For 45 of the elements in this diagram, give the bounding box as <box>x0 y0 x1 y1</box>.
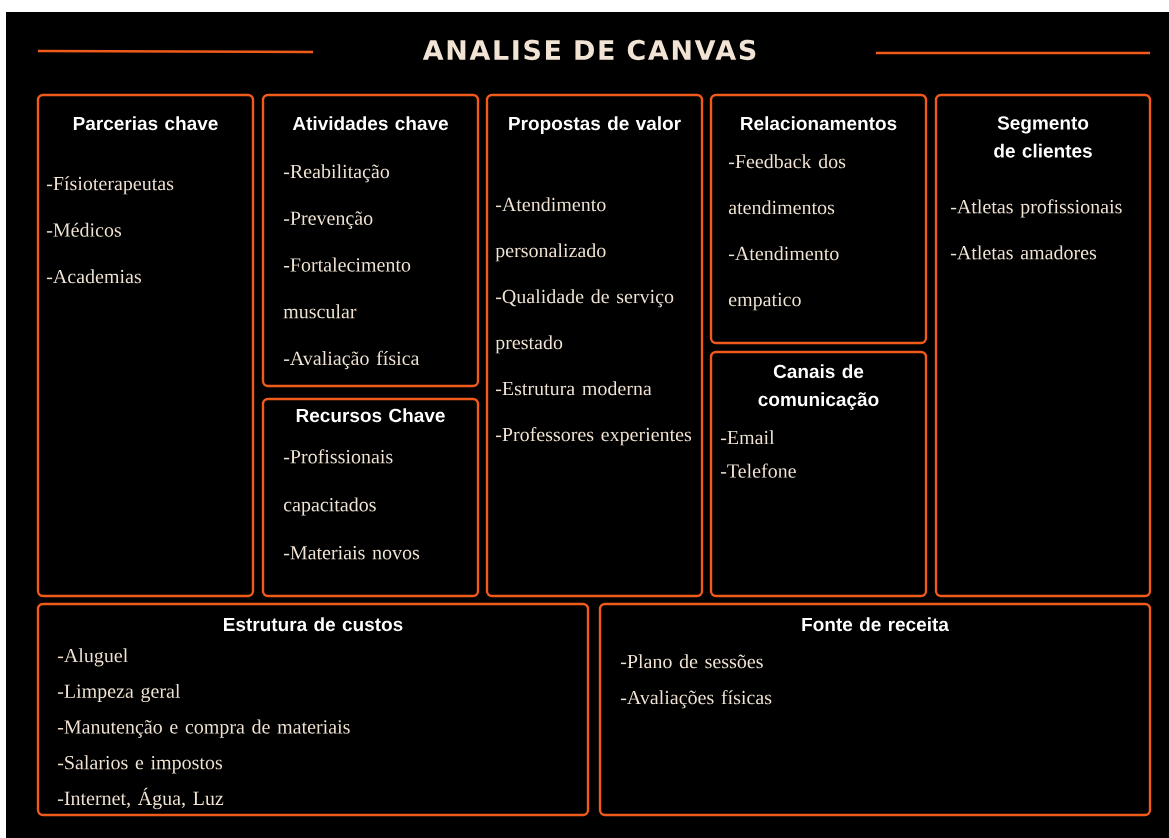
list-item: -Manutenção e compra de materiais <box>57 719 350 738</box>
list-item: -Avaliações físicas <box>620 690 772 709</box>
box-heading: Fonte de receita <box>802 617 949 632</box>
list-item: -Físioterapeutas <box>46 176 174 195</box>
list-item: -Estrutura moderna <box>495 381 652 396</box>
canvas-box <box>485 93 704 598</box>
canvas-box <box>36 93 255 598</box>
list-item: -Fortalecimento muscular <box>283 257 411 319</box>
list-item: -Materiais novos <box>283 546 420 560</box>
canvas-box <box>598 602 1152 817</box>
box-heading: Segmento de clientes <box>994 116 1092 158</box>
list-item: -Professores experientes <box>495 427 692 446</box>
canvas-box <box>934 93 1152 598</box>
list-item: -Feedback dos atendimentos <box>728 154 846 215</box>
list-item: -Internet, Água, Luz <box>57 787 224 810</box>
title: ANALISE DE CANVAS <box>422 39 756 61</box>
canvas-box <box>709 350 928 598</box>
list-item: -Atletas amadores <box>950 245 1097 260</box>
list-item: -Limpeza geral <box>57 683 181 703</box>
list-item: -Profissionais capacitados <box>283 449 393 516</box>
list-item: -Salarios e impostos <box>57 755 222 774</box>
list-item: -Plano de sessões <box>620 654 763 669</box>
box-heading: Canais de comunicação <box>758 364 879 410</box>
list-item: -Academias <box>46 269 141 284</box>
list-item: -Atletas profissionais <box>950 199 1122 218</box>
list-item: -Reabilitação <box>283 164 390 183</box>
list-item: -Prevenção <box>283 211 373 230</box>
box-heading: Recursos Chave <box>296 408 445 423</box>
list-item: -Médicos <box>46 222 121 237</box>
box-heading: Propostas de valor <box>509 116 681 134</box>
canvas-box <box>36 602 590 817</box>
list-item: -Atendimento personalizado <box>495 197 606 262</box>
canvas-box <box>261 397 480 598</box>
list-item: -Atendimento empatico <box>728 246 839 311</box>
list-item: -Email <box>720 430 775 445</box>
box-heading: Estrutura de custos <box>224 617 403 632</box>
box-heading: Atividades chave <box>292 116 448 131</box>
box-heading: Relacionamentos <box>741 116 897 131</box>
canvas-box <box>709 93 928 345</box>
list-item: -Avaliação física <box>283 350 420 370</box>
list-item: -Aluguel <box>57 648 128 667</box>
list-item: -Telefone <box>720 463 796 478</box>
box-heading: Parcerias chave <box>73 116 218 131</box>
list-item: -Qualidade de serviço prestado <box>495 289 674 354</box>
canvas-box <box>261 93 480 388</box>
